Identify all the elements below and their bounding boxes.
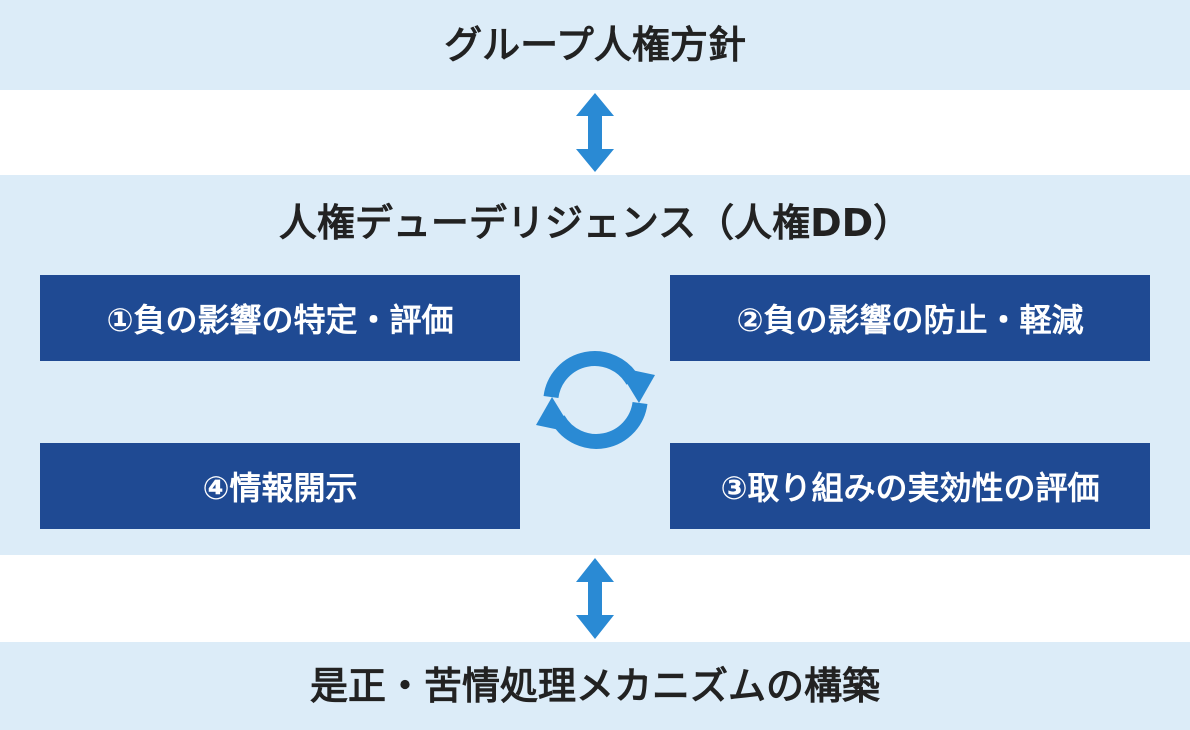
step-label: ②負の影響の防止・軽減 bbox=[736, 301, 1084, 339]
step-effectiveness-evaluation: ③取り組みの実効性の評価 bbox=[670, 443, 1150, 529]
step-label: ③取り組みの実効性の評価 bbox=[720, 469, 1100, 507]
remedy-title: 是正・苦情処理メカニズムの構築 bbox=[309, 664, 880, 708]
human-rights-dd-band: 人権デューデリジェンス（人権DD） ①負の影響の特定・評価 ②負の影響の防止・軽… bbox=[0, 175, 1190, 555]
cycle-refresh-icon bbox=[536, 351, 655, 449]
step-identify-assess: ①負の影響の特定・評価 bbox=[40, 275, 520, 361]
top-band: グループ人権方針 bbox=[0, 0, 1190, 90]
step-label: ①負の影響の特定・評価 bbox=[106, 301, 454, 339]
policy-title: グループ人権方針 bbox=[444, 23, 746, 67]
step-disclosure: ④情報開示 bbox=[40, 443, 520, 529]
double-headed-arrow-icon bbox=[576, 93, 614, 172]
step-prevent-mitigate: ②負の影響の防止・軽減 bbox=[670, 275, 1150, 361]
remedy-band: 是正・苦情処理メカニズムの構築 bbox=[0, 642, 1190, 730]
double-headed-arrow-icon bbox=[576, 558, 614, 639]
dd-title: 人権デューデリジェンス（人権DD） bbox=[278, 201, 912, 245]
step-label: ④情報開示 bbox=[202, 469, 358, 507]
